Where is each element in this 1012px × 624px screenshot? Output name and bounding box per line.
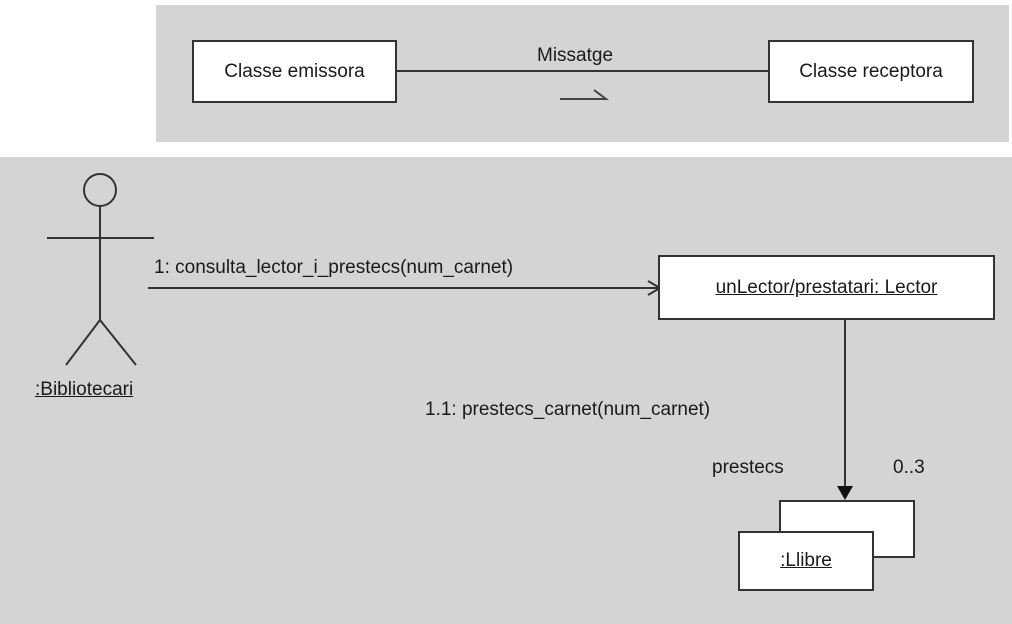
sender-class-label: Classe emissora bbox=[224, 60, 365, 82]
actor-label: :Bibliotecari bbox=[35, 379, 134, 400]
actor-icon bbox=[47, 173, 154, 366]
sender-class-box: Classe emissora bbox=[192, 40, 397, 103]
message-1-label: 1: consulta_lector_i_prestecs(num_carnet… bbox=[154, 257, 514, 278]
legend-message-arrow bbox=[560, 89, 609, 100]
multiplicity-label: 0..3 bbox=[893, 457, 925, 478]
llibre-object-box: :Llibre bbox=[738, 531, 874, 591]
lector-object-box: unLector/prestatari: Lector bbox=[658, 255, 995, 320]
receiver-class-label: Classe receptora bbox=[799, 60, 943, 82]
legend-message-label: Missatge bbox=[537, 45, 614, 66]
lector-object-label: unLector/prestatari: Lector bbox=[715, 276, 938, 298]
role-name-label: prestecs bbox=[712, 457, 784, 478]
message-1-1-label: 1.1: prestecs_carnet(num_carnet) bbox=[425, 399, 711, 420]
navigability-arrowhead bbox=[837, 486, 853, 500]
llibre-object-label: :Llibre bbox=[780, 550, 832, 571]
receiver-class-box: Classe receptora bbox=[768, 40, 974, 103]
